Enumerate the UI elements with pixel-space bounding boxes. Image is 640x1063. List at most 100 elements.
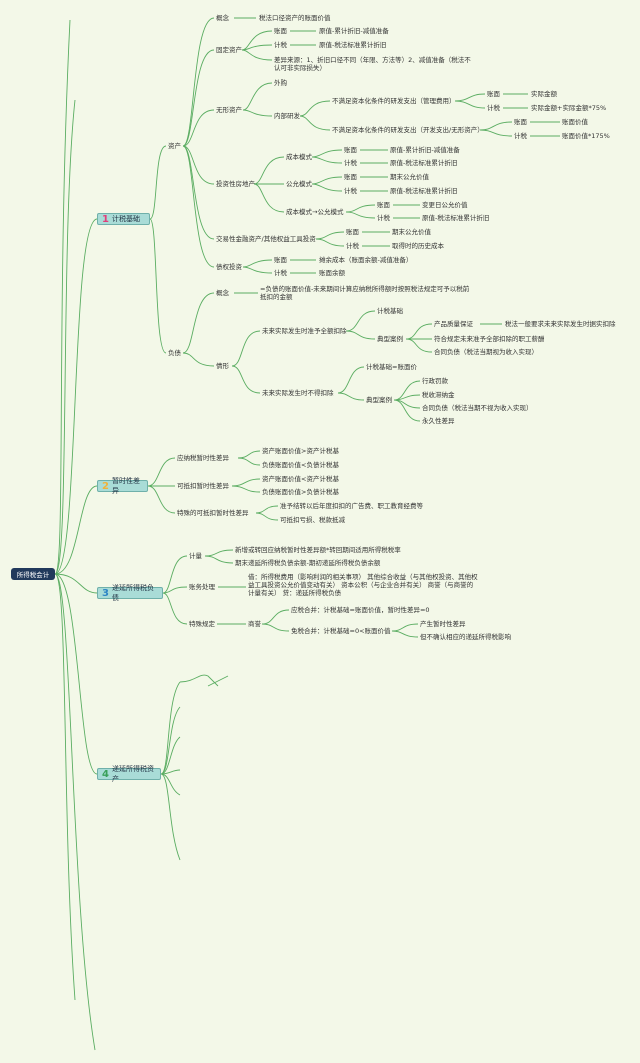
node-intangible[interactable]: 无形资产 <box>216 106 242 114</box>
node-assets[interactable]: 资产 <box>168 142 181 150</box>
node-fm-book[interactable]: 账面 <box>344 173 357 181</box>
node-purchase[interactable]: 外购 <box>274 79 287 87</box>
topic-deferred-tax-liability[interactable]: 3 递延所得税负债 <box>97 584 163 602</box>
node-fm-tax-value[interactable]: 原值-税法标准累计折旧 <box>390 187 458 195</box>
node-di-tax[interactable]: 计税 <box>274 269 287 277</box>
root-node[interactable]: 所得税会计 <box>11 568 55 580</box>
node-pension[interactable]: 符合规定未来准予全部扣除的职工薪酬 <box>434 335 545 343</box>
node-accounting[interactable]: 账务处理 <box>189 583 215 591</box>
node-special-deductible[interactable]: 特殊的可抵扣暂时性差异 <box>177 509 249 517</box>
node-investment-real-estate[interactable]: 投资性房地产 <box>216 180 255 188</box>
node-liab-concept-desc[interactable]: =负债的账面价值-未来期间计算应纳税所得额时按照税法规定可予以税前抵扣的金额 <box>260 285 470 301</box>
node-trading-assets[interactable]: 交易性金融资产/其他权益工具投资 <box>216 235 316 243</box>
topic-label: 计税基础 <box>111 215 140 223</box>
node-d-base[interactable]: 计税基础 <box>377 307 403 315</box>
node-rd-a-tax-value[interactable]: 实际金额+实际金额*75% <box>531 104 607 112</box>
node-late-fee[interactable]: 税收滞纳金 <box>422 391 455 399</box>
topic-deferred-tax-asset[interactable]: 4 递延所得税资产 <box>97 765 161 783</box>
node-internal-rd[interactable]: 内部研发 <box>274 112 300 120</box>
node-goodwill[interactable]: 商誉 <box>248 620 261 628</box>
node-fair-mode[interactable]: 公允模式 <box>286 180 312 188</box>
node-n-base[interactable]: 计税基础=账面价 <box>366 363 417 371</box>
node-taxable-temp-diff[interactable]: 应纳税暂时性差异 <box>177 454 229 462</box>
node-m1[interactable]: 新增或转回应纳税暂时性差异额*转回期间适用所得税税率 <box>235 546 401 554</box>
node-rd-b-book[interactable]: 账面 <box>514 118 527 126</box>
node-sp1[interactable]: 准予结转以后年度扣扣的广告费、职工教育经费等 <box>280 502 423 510</box>
topic-label: 递延所得税负债 <box>111 584 154 602</box>
node-cm-tax[interactable]: 计税 <box>344 159 357 167</box>
node-measurement[interactable]: 计量 <box>189 552 202 560</box>
node-ch-book-value[interactable]: 变更日公允价值 <box>422 201 468 209</box>
node-liab-concept[interactable]: 概念 <box>216 289 229 297</box>
node-non-deductible[interactable]: 未来实际发生时不得扣除 <box>262 389 334 397</box>
node-g2b[interactable]: 但不确认相应的递延所得税影响 <box>420 633 511 641</box>
node-di-book-value[interactable]: 摊余成本（账面余额-减值准备） <box>319 256 413 264</box>
node-tr-book-value[interactable]: 期末公允价值 <box>392 228 431 236</box>
node-cost-mode[interactable]: 成本模式 <box>286 153 312 161</box>
node-fm-book-value[interactable]: 期末公允价值 <box>390 173 429 181</box>
node-fixed-tax-value[interactable]: 原值-税法标准累计折旧 <box>319 41 387 49</box>
node-ch-tax[interactable]: 计税 <box>377 214 390 222</box>
node-fixed-tax[interactable]: 计税 <box>274 41 287 49</box>
node-deductible-future[interactable]: 未来实际发生时准予全额扣除 <box>262 327 347 335</box>
node-concept-desc[interactable]: 税法口径资产的账面价值 <box>259 14 331 22</box>
node-dd1[interactable]: 资产账面价值<资产计税基 <box>262 475 339 483</box>
node-g2[interactable]: 免税合并：计税基础=0<账面价值 <box>291 627 391 635</box>
topic-label: 递延所得税资产 <box>111 765 154 783</box>
node-rd-b-tax-value[interactable]: 账面价值*175% <box>562 132 610 140</box>
node-di-book[interactable]: 账面 <box>274 256 287 264</box>
node-dd2[interactable]: 负债账面价值>负债计税基 <box>262 488 339 496</box>
node-permanent-diff[interactable]: 永久性差异 <box>422 417 455 425</box>
topic-temporary-difference[interactable]: 2 暂时性差异 <box>97 477 148 495</box>
node-rd-b-book-value[interactable]: 账面价值 <box>562 118 588 126</box>
node-di-tax-value[interactable]: 账面余额 <box>319 269 345 277</box>
node-fixed-book-value[interactable]: 原值-累计折旧-减值准备 <box>319 27 389 35</box>
node-cm-book[interactable]: 账面 <box>344 146 357 154</box>
topic-label: 暂时性差异 <box>111 477 140 495</box>
node-m2[interactable]: 期末递延所得税负债余额-期初递延所得税负债余额 <box>235 559 381 567</box>
node-d-case[interactable]: 典型案例 <box>377 335 403 343</box>
node-rd-a-book[interactable]: 账面 <box>487 90 500 98</box>
node-deductible-temp-diff[interactable]: 可抵扣暂时性差异 <box>177 482 229 490</box>
node-contract-liab-1[interactable]: 合同负债（税法当期视为收入实现） <box>434 348 538 356</box>
topic-number: 4 <box>102 768 109 780</box>
topic-number: 3 <box>102 587 109 599</box>
node-accounting-entry[interactable]: 借：所得税费用（影响利润的相关事项） 其他综合收益（与其他权投资、其他权益工具投… <box>248 573 478 597</box>
node-fm-tax[interactable]: 计税 <box>344 187 357 195</box>
node-g1[interactable]: 应税合并：计税基础=账面价值，暂时性差异=0 <box>291 606 430 614</box>
node-warranty-desc[interactable]: 税法一般要求未来实际发生时据实扣除 <box>505 320 616 328</box>
node-g2a[interactable]: 产生暂时性差异 <box>420 620 466 628</box>
node-tx1[interactable]: 资产账面价值>资产计税基 <box>262 447 339 455</box>
node-tr-tax[interactable]: 计税 <box>346 242 359 250</box>
node-fixed-book[interactable]: 账面 <box>274 27 287 35</box>
node-concept[interactable]: 概念 <box>216 14 229 22</box>
node-warranty[interactable]: 产品质量保证 <box>434 320 473 328</box>
node-fixed-assets[interactable]: 固定资产 <box>216 46 242 54</box>
node-liabilities[interactable]: 负债 <box>168 349 181 357</box>
topic-number: 2 <box>102 480 109 492</box>
node-tr-tax-value[interactable]: 取得时的历史成本 <box>392 242 444 250</box>
node-sp2[interactable]: 可抵扣亏损、税款抵减 <box>280 516 345 524</box>
node-n-case[interactable]: 典型案例 <box>366 396 392 404</box>
node-ch-book[interactable]: 账面 <box>377 201 390 209</box>
node-rd-a-book-value[interactable]: 实际金额 <box>531 90 557 98</box>
node-cm-tax-value[interactable]: 原值-税法标准累计折旧 <box>390 159 458 167</box>
node-rd-capital[interactable]: 不满足资本化条件的研发支出（开发支出/无形资产） <box>332 126 484 134</box>
node-fixed-diff[interactable]: 差异来源：1、折旧口径不同（年限、方法等）2、减值准备（税法不认可非实际损失） <box>274 56 471 72</box>
node-situation[interactable]: 情形 <box>216 362 229 370</box>
topic-number: 1 <box>102 213 109 225</box>
node-ch-tax-value[interactable]: 原值-税法标准累计折旧 <box>422 214 490 222</box>
node-tr-book[interactable]: 账面 <box>346 228 359 236</box>
node-rd-b-tax[interactable]: 计税 <box>514 132 527 140</box>
node-mode-change[interactable]: 成本模式→公允模式 <box>286 208 344 216</box>
node-rd-expense[interactable]: 不满足资本化条件的研发支出（管理费用） <box>332 97 456 105</box>
topic-tax-base[interactable]: 1 计税基础 <box>97 213 150 225</box>
node-debt-investment[interactable]: 债权投资 <box>216 263 242 271</box>
node-fine[interactable]: 行政罚款 <box>422 377 448 385</box>
node-special-rule[interactable]: 特殊规定 <box>189 620 215 628</box>
node-contract-liab-2[interactable]: 合同负债（税法当期不视为收入实现） <box>422 404 533 412</box>
node-rd-a-tax[interactable]: 计税 <box>487 104 500 112</box>
node-cm-book-value[interactable]: 原值-累计折旧-减值准备 <box>390 146 460 154</box>
node-tx2[interactable]: 负债账面价值<负债计税基 <box>262 461 339 469</box>
